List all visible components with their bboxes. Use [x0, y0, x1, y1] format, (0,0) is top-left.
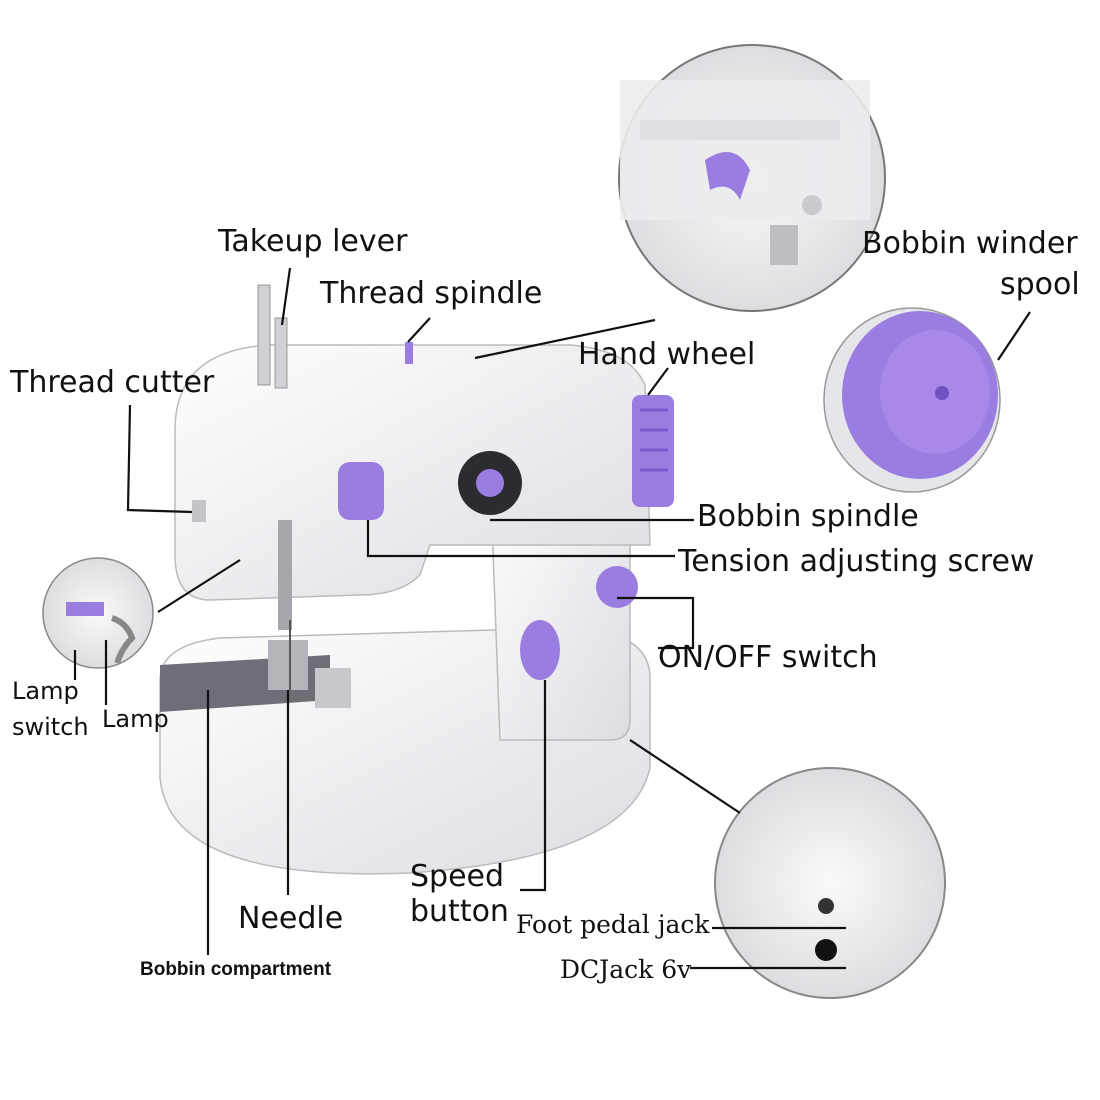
- label-speed-button-line1: Speed: [410, 859, 505, 894]
- label-bobbin-winder-spool-line2: spool: [1000, 267, 1080, 302]
- label-speed-button-line2: button: [410, 894, 509, 929]
- label-thread-cutter: Thread cutter: [10, 365, 215, 400]
- label-on-off-switch: ON/OFF switch: [658, 640, 878, 675]
- zoom-circle-top: [618, 44, 886, 312]
- foot-pedal-jack-icon: [818, 898, 834, 914]
- label-bobbin-compartment: Bobbin compartment: [140, 959, 332, 980]
- label-needle: Needle: [238, 901, 344, 936]
- zoom-circle-jacks: [714, 767, 946, 999]
- label-hand-wheel: Hand wheel: [578, 337, 756, 372]
- label-lamp-switch-line2: switch: [12, 713, 89, 741]
- label-takeup-lever: Takeup lever: [218, 224, 408, 259]
- label-tension-adjusting-screw: Tension adjusting screw: [678, 544, 1035, 579]
- label-lamp-switch-line1: Lamp: [12, 677, 79, 705]
- thread-cutter-icon: [192, 500, 206, 522]
- machine-body: [159, 284, 674, 875]
- label-foot-pedal-jack: Foot pedal jack: [516, 910, 710, 939]
- thread-spindle-icon: [405, 342, 413, 364]
- bobbin-winder-spool-disc: [823, 307, 1001, 493]
- lamp-bulb-icon: [110, 615, 136, 664]
- tension-knob-icon: [338, 462, 384, 520]
- speed-knob-icon: [520, 620, 560, 680]
- label-dc-jack: DCJack 6v: [560, 955, 692, 984]
- leader-lines: [73, 267, 1031, 970]
- winder-latch-icon: [705, 152, 750, 200]
- dc-jack-icon: [815, 939, 837, 961]
- label-bobbin-spindle: Bobbin spindle: [697, 499, 919, 534]
- label-bobbin-winder-spool-line1: Bobbin winder: [862, 226, 1078, 261]
- label-lamp: Lamp: [102, 705, 169, 733]
- lamp-switch-icon: [66, 602, 104, 616]
- on-off-knob-icon: [596, 566, 638, 608]
- zoom-circle-lamp: [42, 557, 154, 669]
- bobbin-spindle-icon: [476, 469, 504, 497]
- label-thread-spindle: Thread spindle: [320, 276, 543, 311]
